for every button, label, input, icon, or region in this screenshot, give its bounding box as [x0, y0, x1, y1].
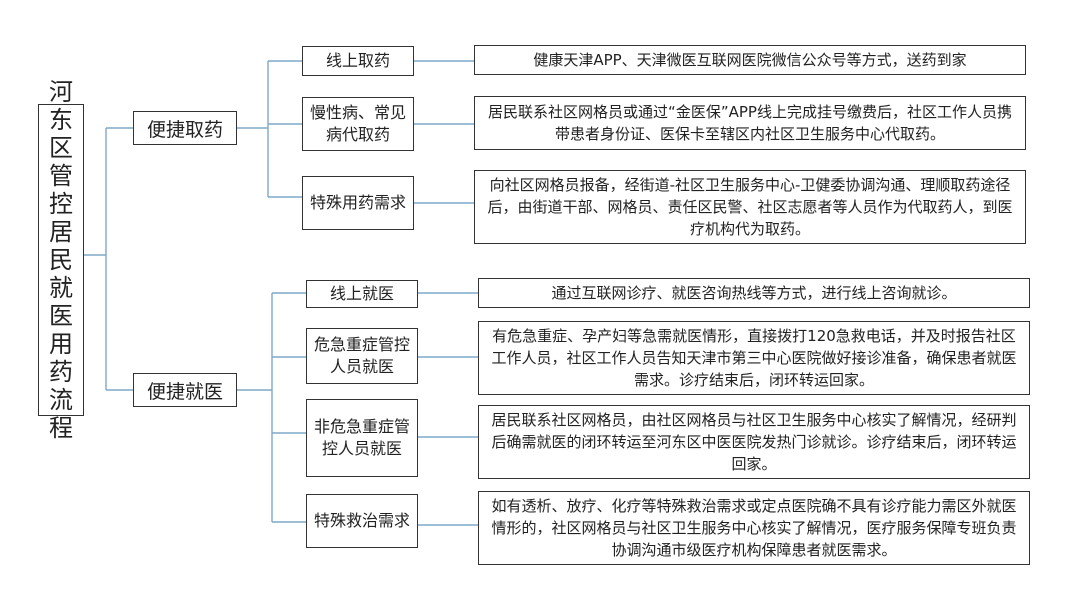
root-title-char: 河 [49, 78, 73, 106]
root-title-char: 用 [49, 330, 73, 358]
root-title-char: 就 [49, 274, 73, 302]
item-noncritical-medical: 非危急重症管控人员就医 [306, 399, 418, 477]
root-title-char: 管 [49, 162, 73, 190]
desc-chronic-medicine: 居民联系社区网格员或通过“金医保”APP线上完成挂号缴费后，社区工作人员携带患者… [474, 96, 1026, 150]
item-special-medicine: 特殊用药需求 [302, 176, 414, 230]
root-title-char: 控 [49, 190, 73, 218]
item-critical-medical: 危急重症管控人员就医 [306, 328, 418, 384]
desc-noncritical-medical: 居民联系社区网格员，由社区网格员与社区卫生服务中心核实了解情况，经研判后确需就医… [478, 405, 1030, 479]
root-title-char: 药 [49, 358, 73, 386]
desc-online-medical: 通过互联网诊疗、就医咨询热线等方式，进行线上咨询就诊。 [478, 278, 1030, 308]
connector-branch1-items [237, 60, 302, 198]
root-title-char: 东 [49, 106, 73, 134]
root-title-char: 医 [49, 302, 73, 330]
desc-special-treatment: 如有透析、放疗、化疗等特殊救治需求或定点医院确不具有诊疗能力需区外就医情形的，社… [478, 491, 1030, 565]
connector-items-descs [414, 60, 478, 526]
desc-special-medicine: 向社区网格员报备，经街道-社区卫生服务中心-卫健委协调沟通、理顺取药途径后，由街… [474, 170, 1026, 244]
item-online-medicine: 线上取药 [302, 46, 414, 76]
item-chronic-medicine: 慢性病、常见病代取药 [302, 97, 414, 151]
desc-online-medicine: 健康天津APP、天津微医互联网医院微信公众号等方式，送药到家 [474, 45, 1026, 75]
connector-root-branches [84, 127, 133, 391]
root-title-char: 区 [49, 134, 73, 162]
branch-convenient-medicine: 便捷取药 [133, 111, 237, 145]
root-title-char: 流 [49, 386, 73, 414]
desc-critical-medical: 有危急重症、孕产妇等急需就医情形，直接拨打120急救电话，并及时报告社区工作人员… [478, 321, 1030, 395]
connector-branch2-items [237, 292, 306, 523]
item-online-medical: 线上就医 [306, 280, 418, 308]
item-special-treatment: 特殊救治需求 [306, 494, 418, 548]
root-title-char: 程 [49, 414, 73, 442]
branch-convenient-medical: 便捷就医 [133, 373, 237, 407]
root-title-char: 居 [49, 218, 73, 246]
root-title-char: 民 [49, 246, 73, 274]
root-title-box: 河 东 区 管 控 居 民 就 医 用 药 流 程 [38, 78, 84, 442]
